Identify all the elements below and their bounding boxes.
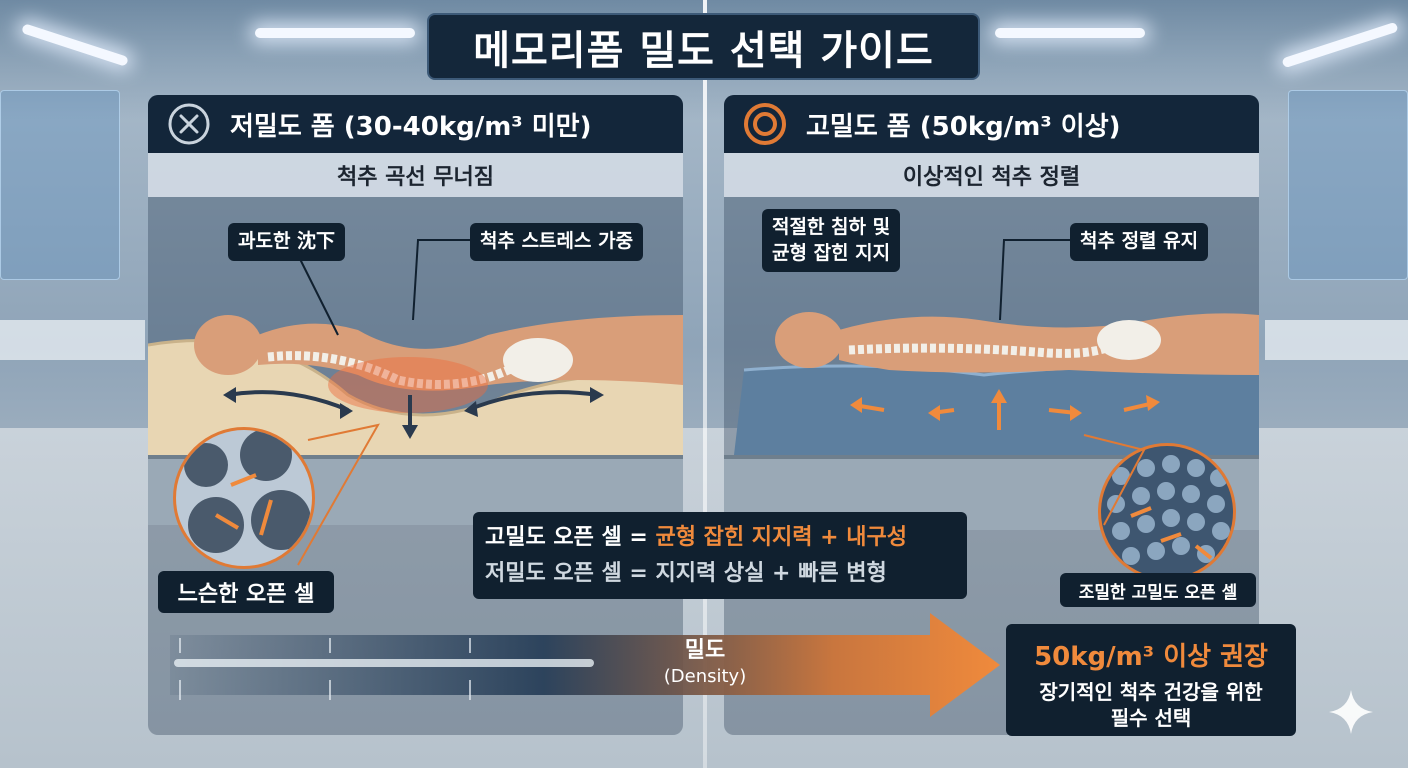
ceiling-lamp — [255, 28, 415, 38]
recommendation-detail: 장기적인 척추 건강을 위한 필수 선택 — [1039, 680, 1263, 730]
comparison-high-label: 고밀도 오픈 셀 = — [485, 525, 656, 550]
lab-monitor — [1288, 90, 1408, 280]
loose-cell-zoom — [173, 427, 315, 569]
page-title: 메모리폼 밀도 선택 가이드 — [427, 13, 980, 80]
callout-excess-sink: 과도한 沈下 — [228, 223, 346, 261]
high-density-panel: 고밀도 폼 (50kg/m³ 이상) 이상적인 척추 정렬 적절한 침하 및 균… — [724, 95, 1259, 735]
callout-spine-alignment: 척추 정렬 유지 — [1070, 223, 1209, 261]
callout-balanced-support: 적절한 침하 및 균형 잡힌 지지 — [762, 209, 901, 273]
panel-subtitle: 척추 곡선 무너짐 — [148, 153, 683, 197]
loose-cell-label: 느슨한 오픈 셀 — [158, 571, 334, 613]
body-figure — [194, 315, 683, 413]
zoom-connector — [297, 423, 380, 566]
sparkle-icon — [1329, 690, 1373, 734]
panel-header: 저밀도 폼 (30-40kg/m³ 미만) — [148, 95, 683, 153]
center-divider — [703, 0, 707, 768]
support-arrows — [850, 389, 1160, 430]
density-label-en: (Density) — [663, 666, 747, 687]
callout-spine-stress: 척추 스트레스 가중 — [470, 223, 644, 261]
callout-line — [297, 239, 470, 336]
panel-header: 고밀도 폼 (50kg/m³ 이상) — [724, 95, 1259, 153]
lab-monitor — [0, 90, 120, 280]
density-label-ko: 밀도 — [684, 638, 726, 663]
comparison-box: 고밀도 오픈 셀 = 균형 잡힌 지지력 + 내구성 저밀도 오픈 셀 = 지지… — [473, 512, 967, 599]
panel-title: 저밀도 폼 (30-40kg/m³ 미만) — [230, 111, 592, 142]
callout-line — [999, 239, 1070, 321]
pressure-arrows — [223, 387, 604, 439]
dense-cell-label: 조밀한 고밀도 오픈 셀 — [1060, 573, 1256, 607]
comparison-low: 저밀도 오픈 셀 = 지지력 상실 + 빠른 변형 — [485, 561, 887, 586]
x-circle-icon — [166, 101, 212, 147]
dense-cell-zoom — [1098, 443, 1236, 581]
lab-bench — [0, 320, 145, 360]
density-arrow — [170, 613, 1000, 717]
ceiling-lamp — [995, 28, 1145, 38]
panel-subtitle: 이상적인 척추 정렬 — [724, 153, 1259, 197]
panel-title: 고밀도 폼 (50kg/m³ 이상) — [806, 111, 1121, 142]
recommendation-headline: 50kg/m³ 이상 권장 — [1034, 642, 1268, 672]
comparison-high: 고밀도 오픈 셀 = 균형 잡힌 지지력 + 내구성 — [485, 520, 955, 556]
body-figure — [775, 312, 1259, 375]
comparison-high-value: 균형 잡힌 지지력 + 내구성 — [655, 525, 907, 550]
density-axis-label: 밀도 (Density) — [640, 632, 770, 694]
zoom-connector — [1083, 434, 1146, 526]
o-circle-icon — [742, 101, 788, 147]
lab-bench — [1265, 320, 1408, 360]
recommendation-box: 50kg/m³ 이상 권장 장기적인 척추 건강을 위한 필수 선택 — [1006, 624, 1296, 736]
